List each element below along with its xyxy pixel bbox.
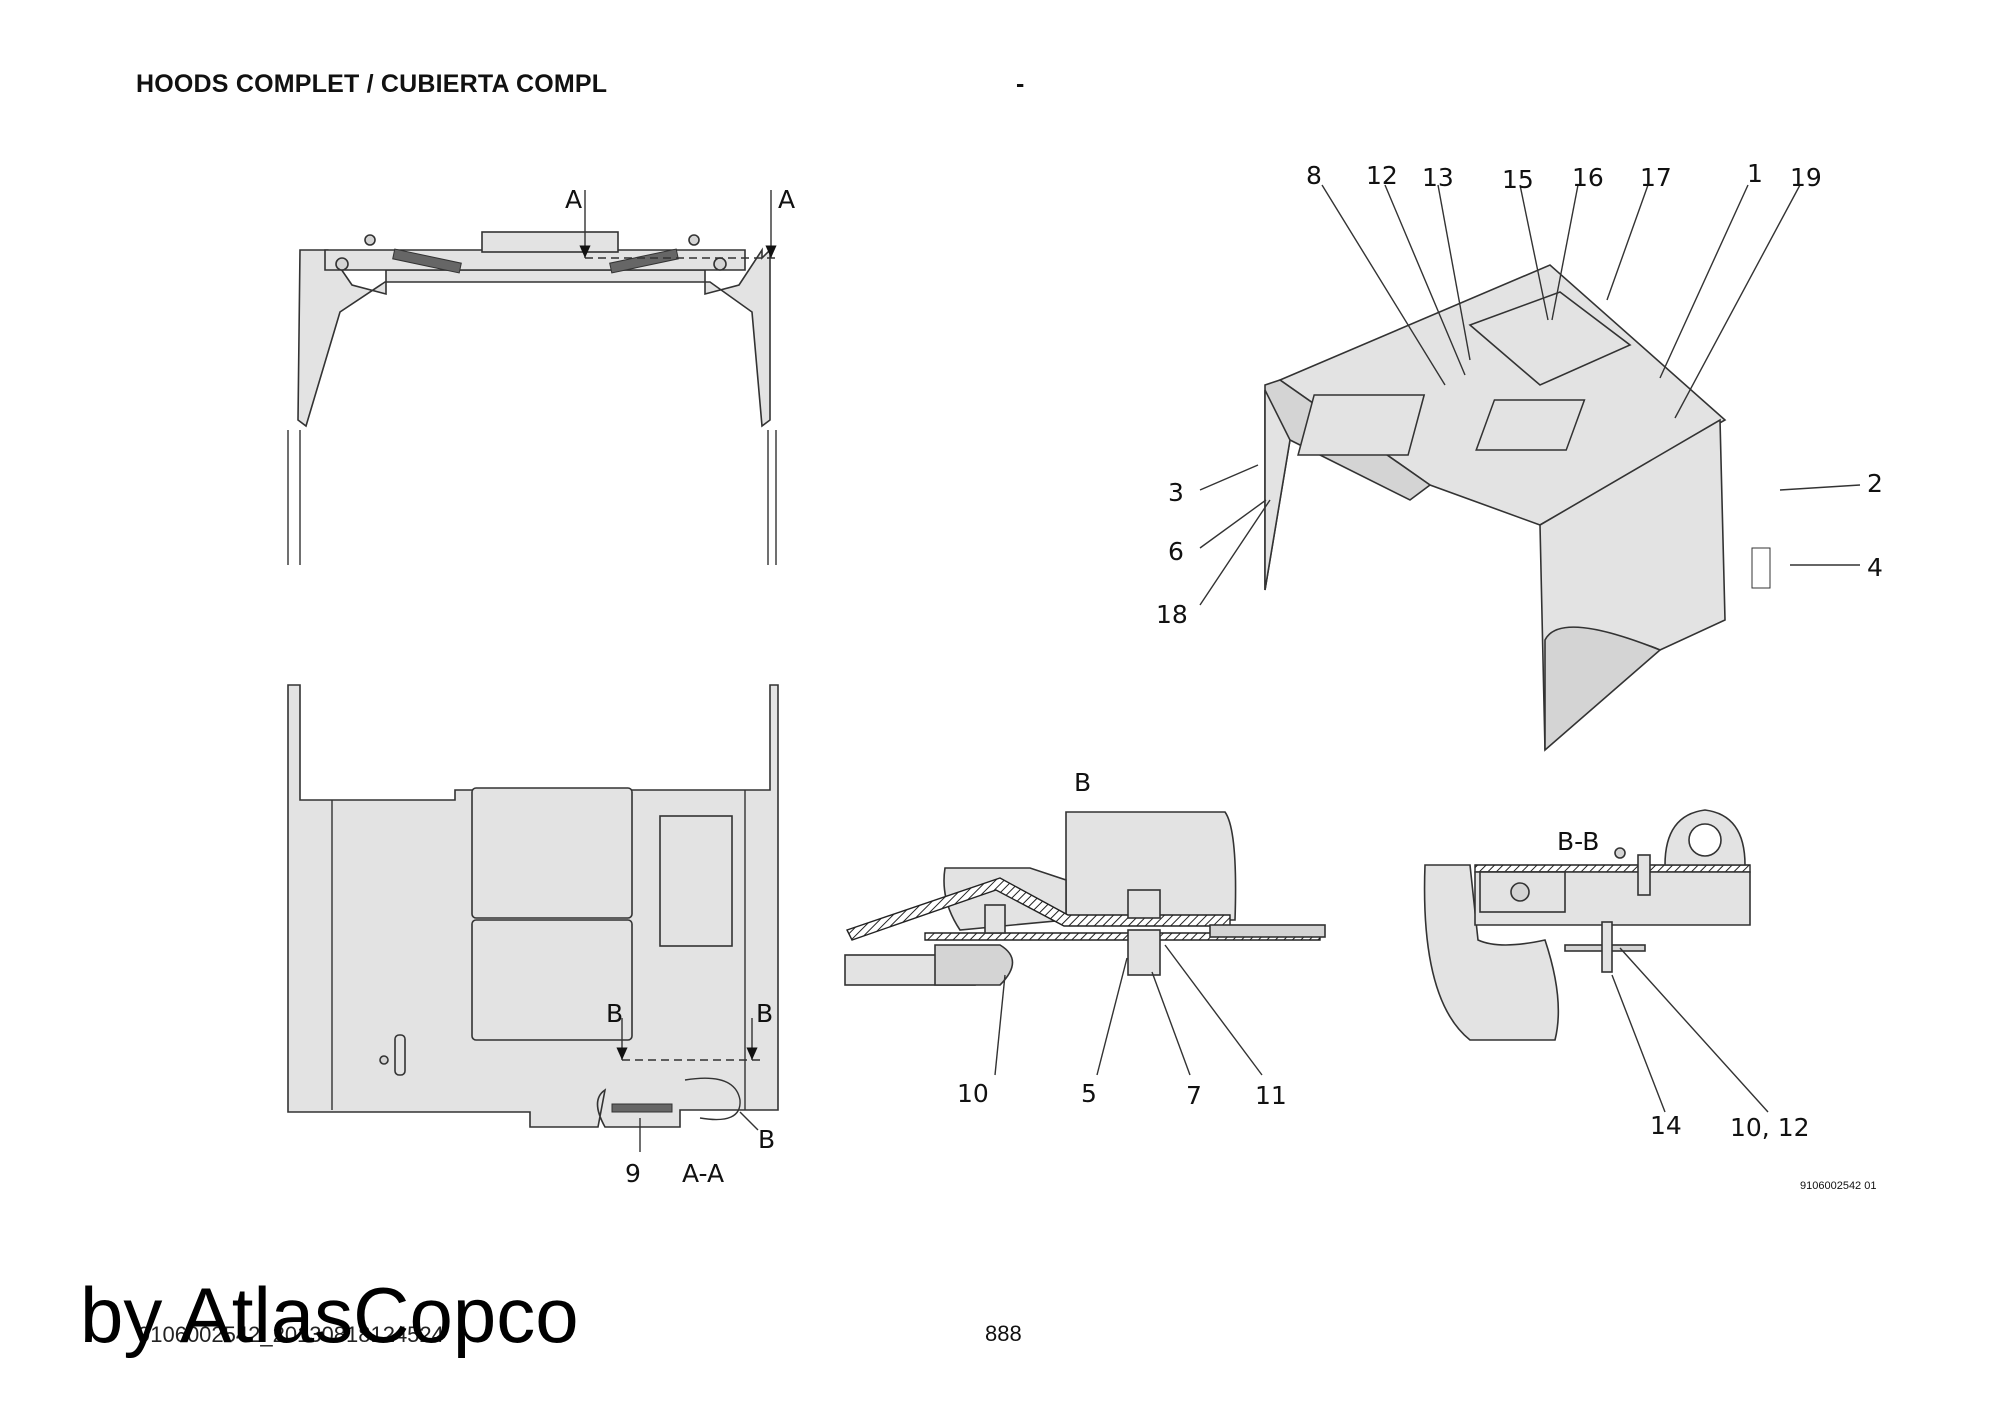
front-view <box>287 190 778 565</box>
section-b-label-right: B <box>756 999 773 1028</box>
callout-18: 18 <box>1156 600 1188 629</box>
isometric-leaders <box>1199 184 1861 606</box>
page-number: 888 <box>985 1321 1022 1346</box>
callout-10-12: 10, 12 <box>1730 1113 1810 1142</box>
section-aa-label: A-A <box>682 1159 724 1188</box>
section-b-label-left: B <box>606 999 623 1028</box>
callout-6: 6 <box>1168 537 1184 566</box>
callout-11: 11 <box>1255 1081 1287 1110</box>
callout-4: 4 <box>1867 553 1883 582</box>
callout-7: 7 <box>1186 1081 1202 1110</box>
callout-17: 17 <box>1640 163 1672 192</box>
detail-b-label: B <box>1074 768 1091 797</box>
callout-5: 5 <box>1081 1079 1097 1108</box>
callout-10: 10 <box>957 1079 989 1108</box>
section-bb-view <box>1423 809 1769 1113</box>
callout-12: 12 <box>1366 161 1398 190</box>
drawing-reference: 9106002542 01 <box>1800 1180 1877 1192</box>
callout-14: 14 <box>1650 1111 1682 1140</box>
isometric-view <box>1264 264 1771 752</box>
callout-19: 19 <box>1790 163 1822 192</box>
callout-13: 13 <box>1422 163 1454 192</box>
callout-9: 9 <box>625 1159 641 1188</box>
page-title: HOODS COMPLET / CUBIERTA COMPL <box>136 70 608 98</box>
callout-2: 2 <box>1867 469 1883 498</box>
callout-3: 3 <box>1168 478 1184 507</box>
callout-8: 8 <box>1306 161 1322 190</box>
section-a-label-right: A <box>778 185 795 214</box>
header-dash: - <box>1016 70 1025 98</box>
section-bb-label: B-B <box>1557 827 1599 856</box>
file-code: 9106002542_20130818124524 <box>138 1322 444 1347</box>
section-a-label-left: A <box>565 185 582 214</box>
top-view <box>287 684 779 1152</box>
callout-1: 1 <box>1747 159 1763 188</box>
detail-b-view <box>844 811 1326 1076</box>
watermark: by AtlasCopco <box>80 1271 579 1359</box>
callout-16: 16 <box>1572 163 1604 192</box>
callout-15: 15 <box>1502 165 1534 194</box>
section-b-callout: B <box>758 1125 775 1154</box>
